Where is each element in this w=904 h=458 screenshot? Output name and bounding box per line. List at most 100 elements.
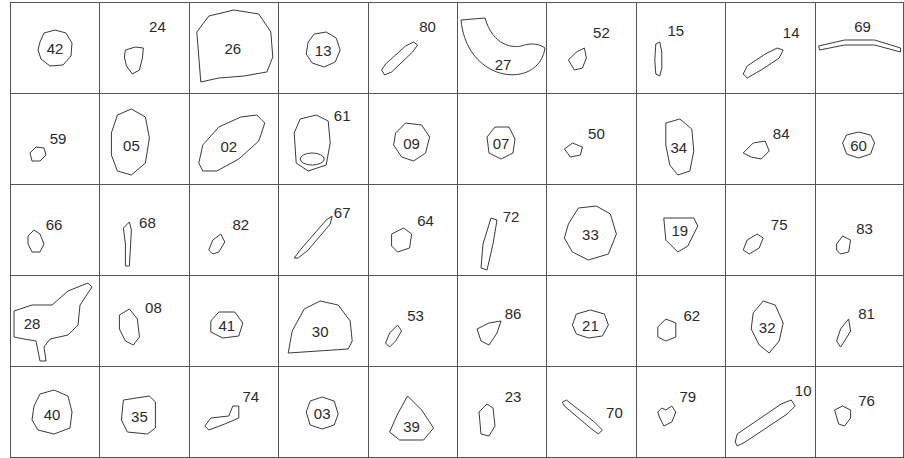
particle-outline (564, 206, 616, 260)
particle-outline (743, 48, 783, 78)
grid-cell: 86 (457, 275, 547, 367)
grid-cell: 59 (10, 93, 100, 185)
particle-outline (386, 325, 402, 347)
particle-outline (843, 132, 875, 158)
particle-outline (121, 396, 155, 434)
particle-outline (28, 230, 44, 252)
particle-outline (835, 406, 851, 426)
particle-outline (735, 400, 795, 446)
grid-cell: 02 (189, 93, 279, 185)
grid-cell: 15 (636, 2, 726, 94)
particle-number: 02 (220, 138, 237, 155)
particle-outline (14, 283, 92, 361)
grid-cell: 79 (636, 366, 726, 458)
particle-outline (666, 119, 694, 175)
particle-number: 50 (588, 125, 605, 142)
particle-number: 34 (670, 139, 687, 156)
particle-number: 03 (314, 405, 331, 422)
grid-cell: 84 (725, 93, 815, 185)
particle-number: 76 (858, 392, 875, 409)
grid-cell: 08 (99, 275, 189, 367)
grid-cell: 32 (725, 275, 815, 367)
particle-number: 27 (495, 56, 512, 73)
grid-cell: 70 (546, 366, 636, 458)
particle-number: 21 (582, 317, 599, 334)
particle-outline (664, 218, 698, 252)
particle-number: 72 (503, 208, 520, 225)
particle-outline (288, 301, 352, 353)
grid-cell: 52 (546, 2, 636, 94)
particle-number: 33 (582, 226, 599, 243)
grid-cell: 53 (368, 275, 458, 367)
particle-outline (479, 404, 495, 436)
grid-cell: 82 (189, 184, 279, 276)
particle-number: 84 (773, 125, 790, 142)
particle-number: 53 (407, 307, 424, 324)
particle-outline (837, 236, 851, 254)
particle-outline (119, 309, 139, 345)
particle-outline (819, 40, 901, 52)
particle-number: 07 (493, 135, 510, 152)
particle-outline (487, 127, 515, 159)
particle-outline (300, 153, 324, 165)
particle-number: 41 (218, 317, 235, 334)
grid-cell: 66 (10, 184, 100, 276)
grid-cell: 68 (99, 184, 189, 276)
particle-outline (294, 115, 330, 171)
particle-number: 61 (334, 107, 351, 124)
particle-number: 24 (149, 18, 166, 35)
particle-outline (382, 42, 418, 75)
particle-number: 52 (593, 24, 610, 41)
particle-number: 10 (795, 382, 812, 399)
particle-number: 42 (47, 40, 64, 57)
particle-number: 62 (683, 307, 700, 324)
grid-cell: 64 (368, 184, 458, 276)
particle-number: 40 (44, 406, 61, 423)
particle-outline (294, 216, 332, 258)
particle-number: 80 (419, 18, 436, 35)
particle-number: 39 (403, 418, 420, 435)
particle-outline (658, 406, 676, 426)
grid-cell: 33 (546, 184, 636, 276)
particle-outline (199, 115, 265, 171)
particle-outline (209, 234, 225, 254)
particle-outline (461, 18, 545, 75)
grid-cell: 69 (815, 2, 904, 94)
particle-outline (205, 406, 239, 430)
grid-cell: 50 (546, 93, 636, 185)
particle-outline (481, 218, 497, 270)
grid-cell: 30 (278, 275, 368, 367)
grid-cell: 62 (636, 275, 726, 367)
particle-outline (658, 319, 676, 341)
grid-cell: 83 (815, 184, 904, 276)
particle-number: 66 (46, 216, 63, 233)
particle-number: 09 (403, 135, 420, 152)
grid-cell: 14 (725, 2, 815, 94)
grid-cell: 26 (189, 2, 279, 94)
particle-outline (743, 141, 769, 159)
particle-number: 26 (224, 40, 241, 57)
grid-cell: 41 (189, 275, 279, 367)
particle-outline (477, 321, 501, 345)
grid-cell: 21 (546, 275, 636, 367)
grid-cell: 40 (10, 366, 100, 458)
particle-number: 19 (671, 222, 688, 239)
particle-outline (390, 396, 434, 440)
grid-cell: 27 (457, 2, 547, 94)
particle-outline (837, 319, 851, 347)
particle-number: 59 (50, 130, 67, 147)
grid-cell: 13 (278, 2, 368, 94)
particle-outline (392, 228, 412, 252)
grid-cell: 03 (278, 366, 368, 458)
particle-number: 15 (667, 22, 684, 39)
particle-number: 75 (771, 216, 788, 233)
particle-outline (394, 123, 430, 161)
grid-cell: 76 (815, 366, 904, 458)
particle-number: 64 (417, 212, 434, 229)
particle-outline (211, 312, 243, 338)
particle-outline (743, 234, 763, 254)
grid-cell: 74 (189, 366, 279, 458)
particle-outline (655, 42, 662, 76)
grid-cell: 28 (10, 275, 100, 367)
grid-cell: 80 (368, 2, 458, 94)
